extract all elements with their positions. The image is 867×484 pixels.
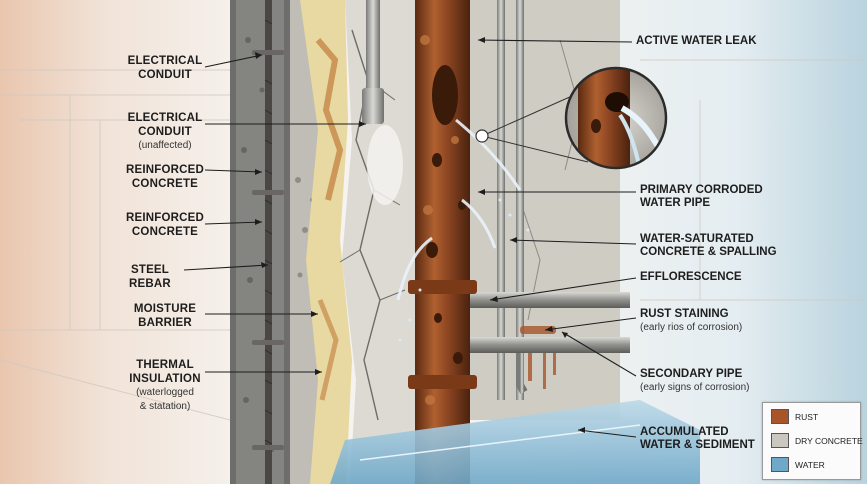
legend: RUST DRY CONCRETE WATER bbox=[762, 402, 861, 480]
label-steel-rebar: STEEL REBAR bbox=[110, 263, 190, 291]
label-rust-staining: RUST STAINING (early rios of corrosion) bbox=[640, 308, 840, 334]
legend-item-dry-concrete: DRY CONCRETE bbox=[771, 430, 860, 451]
electrical-conduit-pipe bbox=[366, 0, 380, 95]
vertical-rebar bbox=[265, 0, 272, 484]
legend-swatch-water bbox=[771, 457, 789, 472]
legend-swatch-dry-concrete bbox=[771, 433, 789, 448]
label-reinforced-concrete-1: REINFORCED CONCRETE bbox=[124, 163, 206, 191]
legend-swatch-rust bbox=[771, 409, 789, 424]
label-thermal-insulation: THERMAL INSULATION (waterlogged & statat… bbox=[124, 358, 206, 414]
label-active-water-leak: ACTIVE WATER LEAK bbox=[636, 35, 836, 48]
label-secondary-pipe: SECONDARY PIPE (early signs of corrosion… bbox=[640, 368, 840, 394]
label-electrical-conduit-unaffected: ELECTRICAL CONDUIT (unaffected) bbox=[124, 111, 206, 153]
zoom-source-marker bbox=[476, 130, 488, 142]
pipe-flange-lower bbox=[408, 375, 477, 389]
secondary-pipe-lower bbox=[460, 337, 630, 353]
label-water-saturated-concrete: WATER-SATURATED CONCRETE & SPALLING bbox=[640, 233, 850, 259]
label-accumulated-water: ACCUMULATED WATER & SEDIMENT bbox=[640, 426, 760, 452]
label-electrical-conduit: ELECTRICAL CONDUIT bbox=[124, 54, 206, 82]
label-primary-corroded-pipe: PRIMARY CORRODED WATER PIPE bbox=[640, 184, 840, 210]
label-moisture-barrier: MOISTURE BARRIER bbox=[124, 302, 206, 330]
pipe-flange-upper bbox=[408, 280, 477, 294]
label-efflorescence: EFFLORESCENCE bbox=[640, 271, 840, 284]
label-reinforced-concrete-2: REINFORCED CONCRETE bbox=[124, 211, 206, 239]
legend-item-water: WATER bbox=[771, 454, 860, 475]
legend-item-rust: RUST bbox=[771, 406, 860, 427]
secondary-pipe-upper bbox=[460, 292, 630, 308]
